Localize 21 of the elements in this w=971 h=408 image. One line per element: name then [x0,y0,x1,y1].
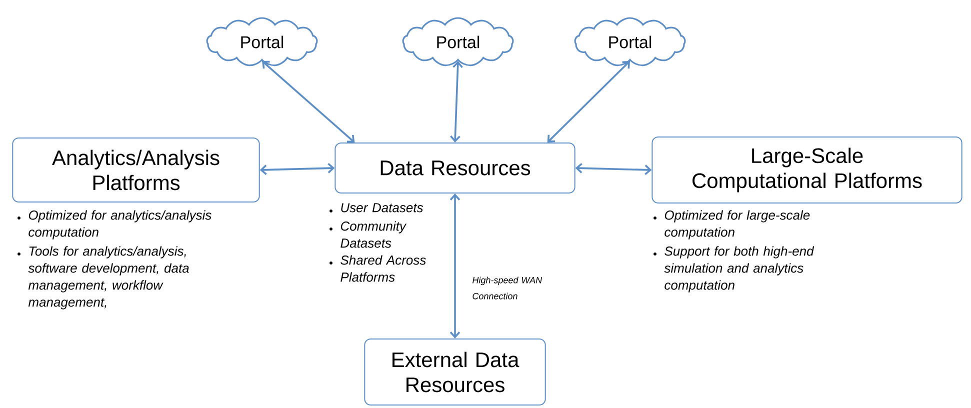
bullet-item: Shared Across Platforms [330,255,426,282]
portal-cloud: Portal [574,17,686,66]
arrow [450,60,463,142]
arrow [260,163,335,176]
arrow [547,60,630,142]
edge-label: High-speed WAN Connection [472,276,542,300]
bullet-item: Tools for analytics/analysis, software development, data management, workflow management, [18,246,189,310]
portal-cloud: Portal [206,17,318,66]
arrow [575,162,652,176]
bullet-item: Optimized for analytics/analysis computation [18,210,212,240]
platform-box: Analytics/Analysis Platforms [12,138,260,202]
platform-box: Large-Scale Computational Platforms [652,136,962,204]
arrow [450,194,460,338]
platform-box: Data Resources [334,142,576,194]
bullet-item: Optimized for large-scale computation [654,210,810,240]
platform-box: External Data Resources [364,338,546,406]
arrow [262,60,355,143]
bullet-item: User Datasets [330,203,423,212]
portal-cloud: Portal [402,17,514,66]
bullet-item: Support for both high-end simulation and analytics computation [654,246,814,292]
bullet-item: Community Datasets [330,221,407,248]
